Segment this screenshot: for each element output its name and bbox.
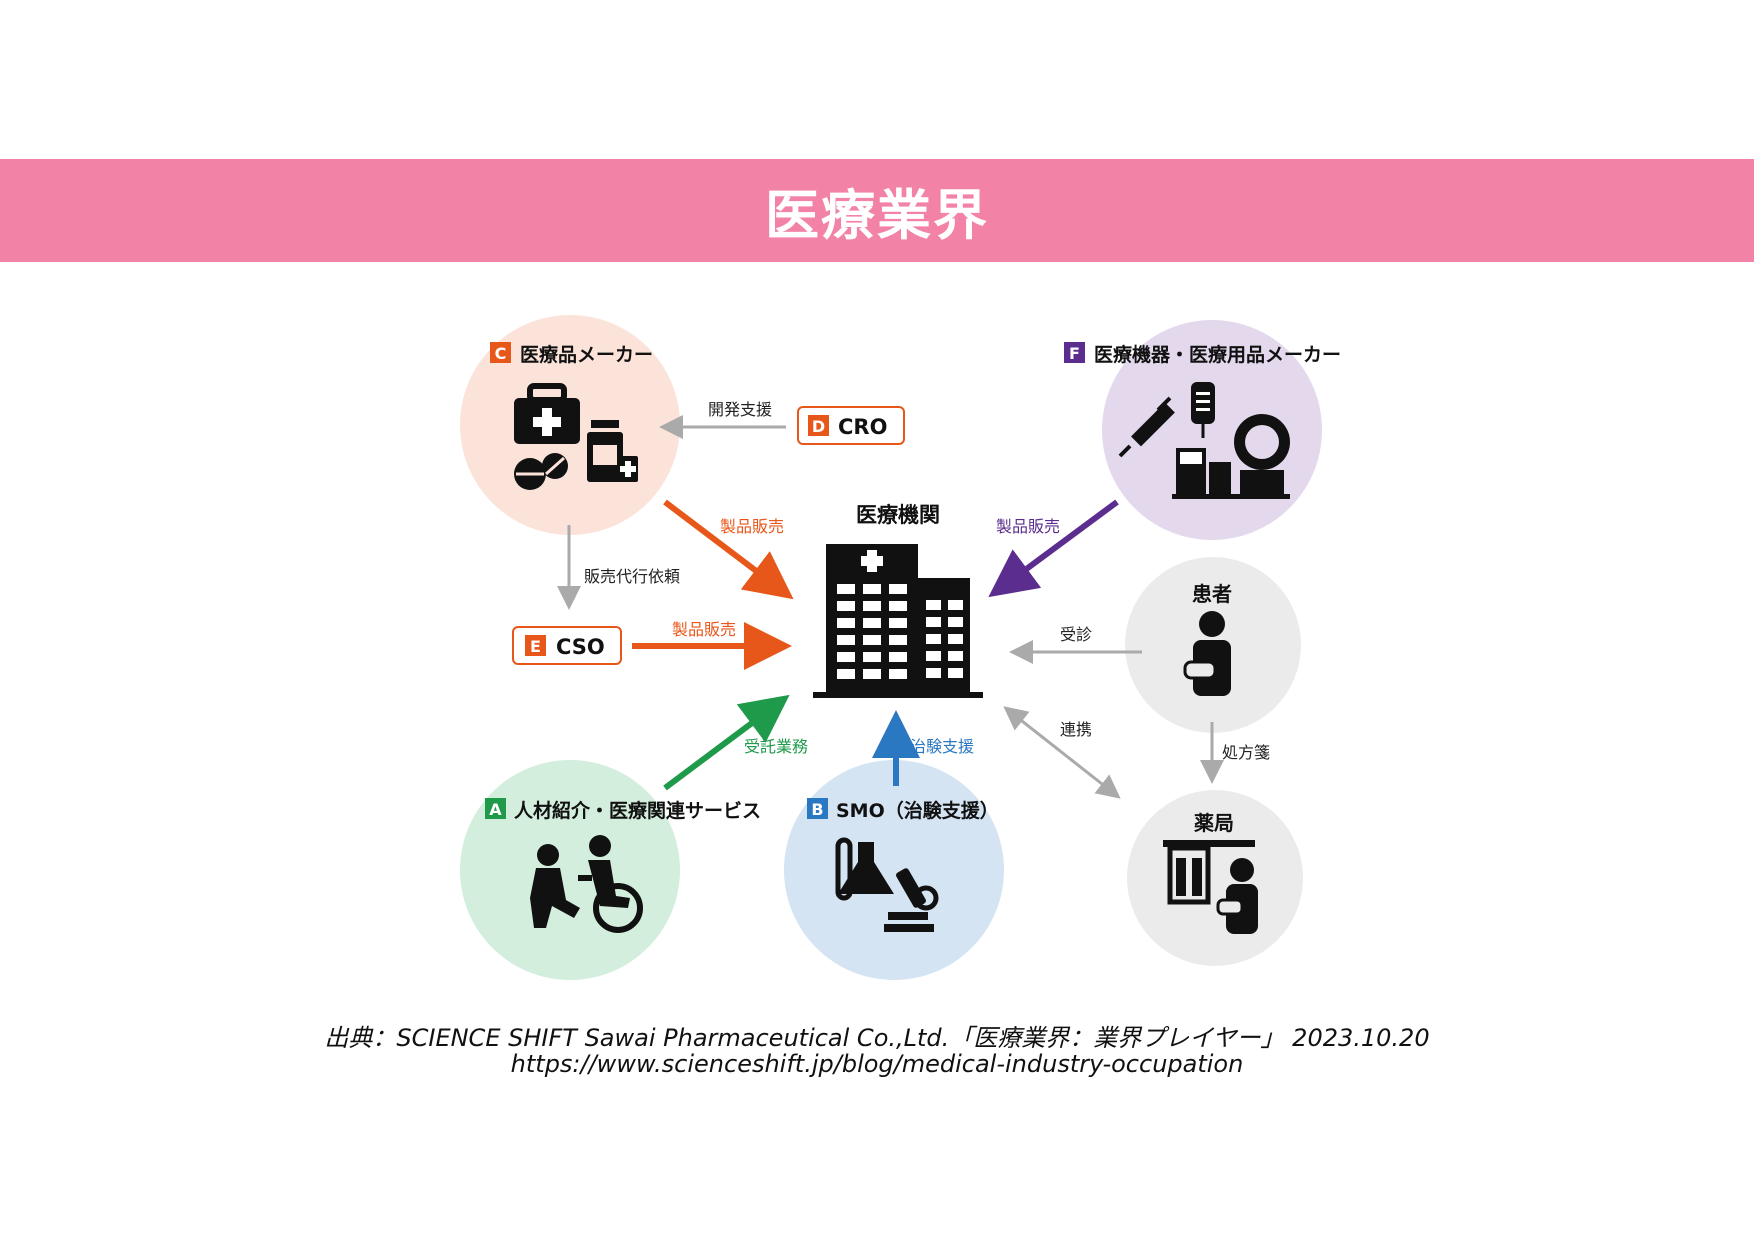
node-f: F 医療機器・医療用品メーカー bbox=[1064, 342, 1341, 499]
node-b-circle bbox=[784, 760, 1004, 980]
hospital-window bbox=[863, 584, 881, 594]
hospital-window bbox=[837, 601, 855, 611]
hospital-window bbox=[948, 651, 963, 661]
badge-b-letter: B bbox=[811, 800, 823, 819]
hospital-window bbox=[948, 668, 963, 678]
edge-label-c-to-cso: 販売代行依頼 bbox=[584, 567, 680, 586]
edge-label-center-pharmacy: 連携 bbox=[1060, 720, 1092, 739]
node-a-label: 人材紹介・医療関連サービス bbox=[514, 799, 761, 822]
center-hospital: 医療機関 bbox=[813, 503, 983, 698]
patient-label: 患者 bbox=[1192, 582, 1232, 606]
hospital-window bbox=[837, 669, 855, 679]
hospital-window bbox=[926, 668, 941, 678]
medicine-bottle-icon bbox=[587, 420, 638, 482]
node-a: A 人材紹介・医療関連サービス bbox=[485, 798, 761, 933]
badge-a-letter: A bbox=[489, 800, 502, 819]
hospital-window bbox=[948, 600, 963, 610]
hospital-window bbox=[837, 584, 855, 594]
node-pharmacy: 薬局 bbox=[1163, 811, 1258, 934]
node-c: C 医療品メーカー bbox=[490, 342, 653, 490]
hospital-window bbox=[863, 635, 881, 645]
badge-c bbox=[490, 342, 511, 363]
hospital-window bbox=[926, 651, 941, 661]
badge-f bbox=[1064, 342, 1085, 363]
hospital-window bbox=[863, 652, 881, 662]
hospital-window bbox=[948, 634, 963, 644]
hospital-window bbox=[926, 617, 941, 627]
patient-icon bbox=[1183, 611, 1231, 696]
node-e: E CSO bbox=[512, 626, 622, 665]
lab-flask-microscope-icon bbox=[835, 837, 939, 932]
medicine-kit-icon bbox=[514, 383, 580, 444]
hospital-window bbox=[837, 635, 855, 645]
node-d-label: CRO bbox=[838, 415, 887, 439]
hospital-window bbox=[889, 669, 907, 679]
badge-f-letter: F bbox=[1069, 344, 1080, 363]
node-a-circle bbox=[460, 760, 680, 980]
hospital-windows bbox=[837, 584, 963, 679]
edge-label-c-to-center: 製品販売 bbox=[720, 517, 784, 536]
node-b: B SMO（治験支援） bbox=[807, 798, 999, 932]
hospital-window bbox=[889, 584, 907, 594]
hospital-window bbox=[948, 617, 963, 627]
badge-d bbox=[808, 415, 829, 436]
source-citation: 出典：SCIENCE SHIFT Sawai Pharmaceutical Co… bbox=[324, 1024, 1430, 1052]
node-f-label: 医療機器・医療用品メーカー bbox=[1094, 343, 1341, 366]
center-label: 医療機関 bbox=[856, 503, 940, 527]
node-pharmacy-circle bbox=[1127, 790, 1303, 966]
hospital-window bbox=[926, 600, 941, 610]
hospital-window bbox=[889, 601, 907, 611]
title-banner: 医療業界 bbox=[0, 159, 1754, 262]
edge-label-patient-to-pharmacy: 処方箋 bbox=[1222, 743, 1270, 762]
node-b-label: SMO（治験支援） bbox=[836, 799, 999, 822]
edge-a-to-center bbox=[663, 694, 790, 791]
node-e-label: CSO bbox=[556, 635, 605, 659]
badge-b bbox=[807, 798, 828, 819]
edge-f-to-center bbox=[988, 499, 1119, 598]
badge-e bbox=[525, 635, 546, 656]
medical-equipment-icon bbox=[1172, 414, 1290, 499]
hospital-window bbox=[837, 618, 855, 628]
node-d: D CRO bbox=[797, 406, 905, 445]
badge-a bbox=[485, 798, 506, 819]
edge-label-f-to-center: 製品販売 bbox=[996, 517, 1060, 536]
page-title: 医療業界 bbox=[765, 184, 989, 247]
hospital-window bbox=[889, 652, 907, 662]
pharmacy-icon bbox=[1163, 840, 1258, 934]
edge-center-pharmacy bbox=[1003, 706, 1121, 799]
edge-label-smo-to-center: 治験支援 bbox=[910, 737, 974, 756]
caregiver-wheelchair-icon bbox=[530, 835, 643, 933]
edge-label-a-to-center: 受託業務 bbox=[744, 737, 808, 756]
edge-label-cso-to-center: 製品販売 bbox=[672, 620, 736, 639]
node-patient: 患者 bbox=[1183, 582, 1232, 696]
syringe-icon bbox=[1118, 396, 1175, 458]
badge-d-letter: D bbox=[812, 417, 825, 436]
node-c-label: 医療品メーカー bbox=[520, 343, 653, 366]
edge-c-to-center bbox=[663, 499, 794, 600]
hospital-window bbox=[837, 652, 855, 662]
source-url: https://www.scienceshift.jp/blog/medical… bbox=[510, 1050, 1244, 1078]
iv-drip-icon bbox=[1191, 382, 1215, 438]
hospital-window bbox=[889, 618, 907, 628]
badge-e-letter: E bbox=[530, 637, 541, 656]
hospital-building-icon bbox=[813, 544, 983, 698]
badge-c-letter: C bbox=[495, 344, 507, 363]
pills-icon bbox=[514, 453, 568, 490]
hospital-window bbox=[889, 635, 907, 645]
hospital-window bbox=[863, 618, 881, 628]
hospital-window bbox=[926, 634, 941, 644]
edge-label-cro-to-c: 開発支援 bbox=[708, 400, 772, 419]
pharmacy-label: 薬局 bbox=[1194, 811, 1234, 835]
hospital-window bbox=[863, 601, 881, 611]
hospital-window bbox=[863, 669, 881, 679]
edge-label-patient-to-center: 受診 bbox=[1060, 625, 1092, 644]
